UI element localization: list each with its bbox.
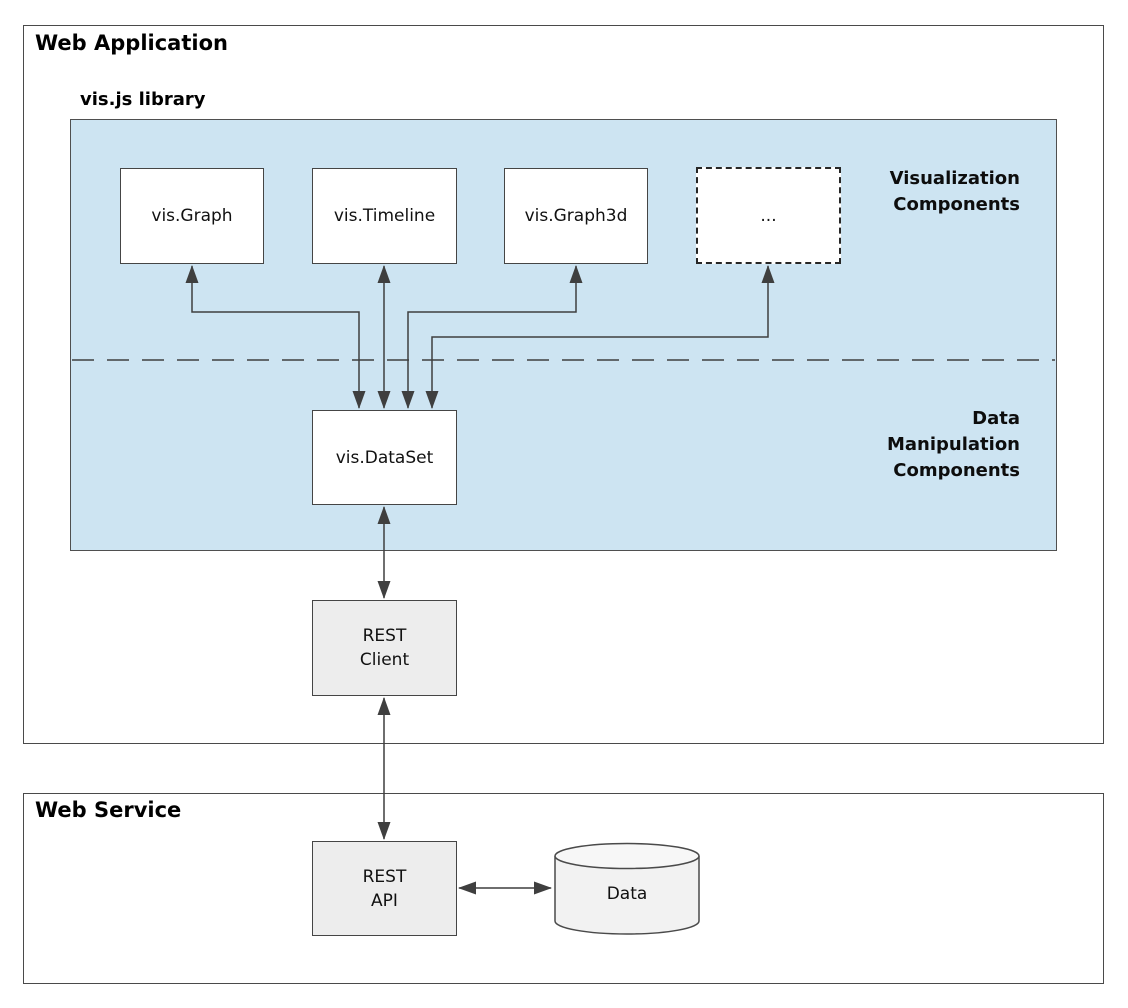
web-service-title: Web Service xyxy=(35,798,182,822)
visjs-library-label: vis.js library xyxy=(80,89,206,110)
more-components-label: ... xyxy=(760,205,777,226)
box-vis-graph3d: vis.Graph3d xyxy=(504,168,648,264)
vis-graph-label: vis.Graph xyxy=(151,206,233,226)
box-vis-timeline: vis.Timeline xyxy=(312,168,457,264)
cylinder-shape-icon xyxy=(554,842,700,935)
box-vis-dataset: vis.DataSet xyxy=(312,410,457,505)
web-application-frame xyxy=(23,25,1104,744)
vis-timeline-label: vis.Timeline xyxy=(333,206,436,226)
web-application-title: Web Application xyxy=(35,31,228,55)
box-rest-api: REST API xyxy=(312,841,457,936)
vis-graph3d-label: vis.Graph3d xyxy=(524,206,628,226)
box-rest-client: REST Client xyxy=(312,600,457,696)
visualization-components-caption: Visualization Components xyxy=(889,168,1020,215)
data-store-label: Data xyxy=(606,884,648,904)
data-store-cylinder: Data xyxy=(553,842,701,936)
vis-dataset-label: vis.DataSet xyxy=(335,447,434,468)
web-service-frame xyxy=(23,793,1104,984)
data-manipulation-components-caption: Data Manipulation Components xyxy=(886,408,1020,481)
box-more-components: ... xyxy=(696,167,841,264)
box-vis-graph: vis.Graph xyxy=(120,168,264,264)
